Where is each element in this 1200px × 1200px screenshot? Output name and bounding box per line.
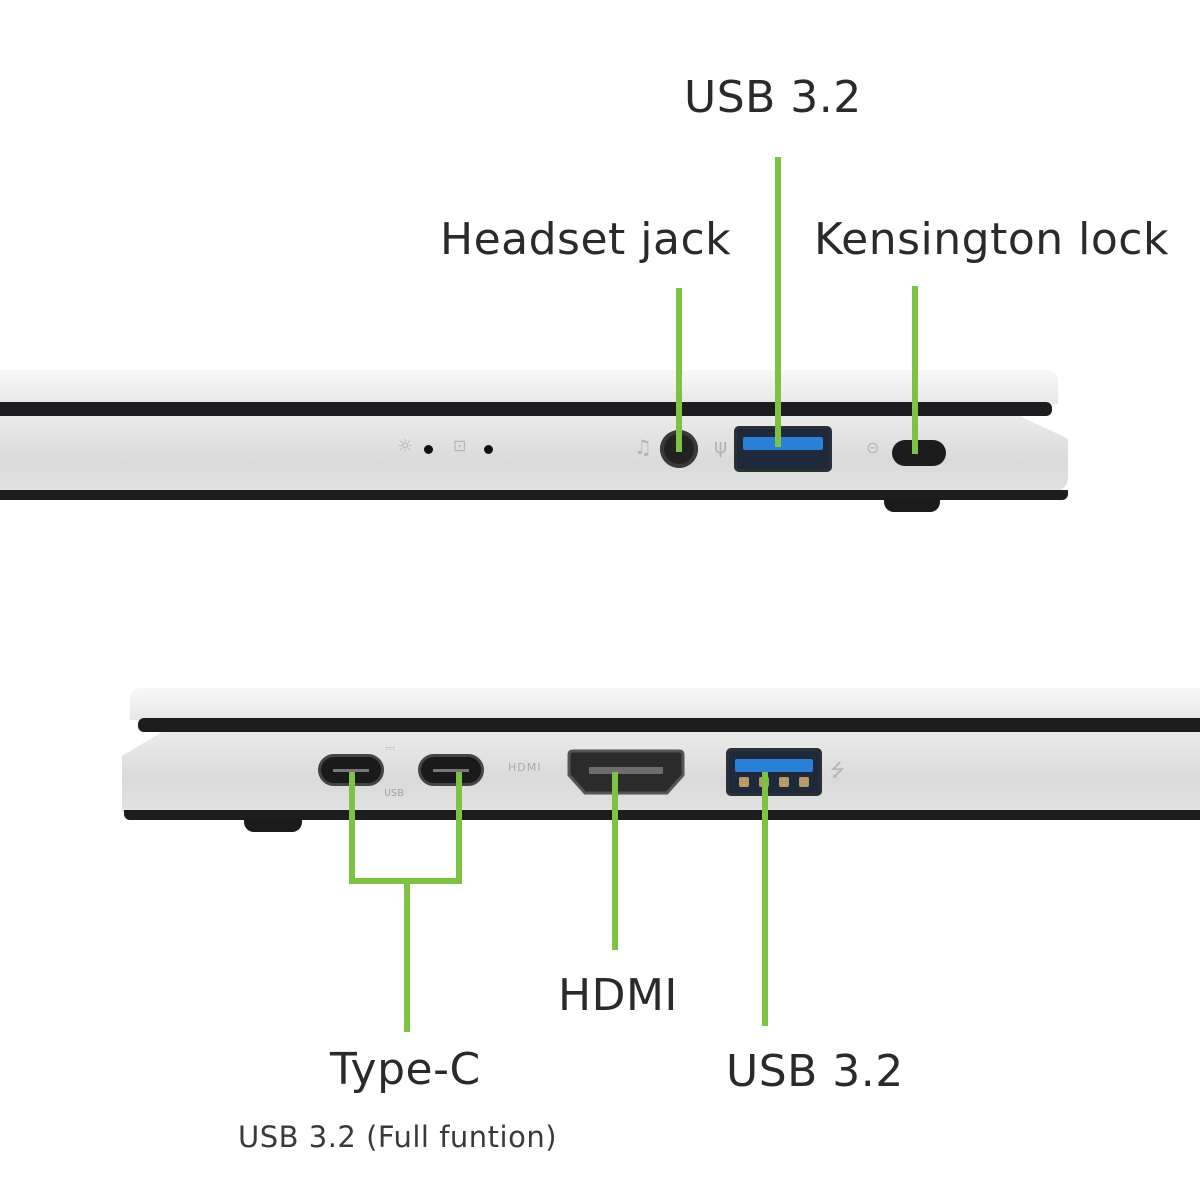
- headset-icon: ♫: [634, 435, 652, 459]
- base-top: [0, 416, 1068, 492]
- label-type-c: Type-C: [330, 1044, 481, 1095]
- usb-icon-bottom: ⭍: [830, 760, 845, 781]
- lid-bottom: [130, 688, 1200, 720]
- lid-gap-top: [0, 402, 1052, 416]
- leader-typec-stem: [404, 880, 410, 1032]
- rubber-foot-top: [884, 498, 940, 512]
- usb-a-port-bottom: [726, 748, 822, 796]
- leader-kensington: [912, 286, 918, 454]
- base-bottom-edge-bottom: [124, 810, 1200, 820]
- lid-gap-bottom: [138, 718, 1200, 732]
- usb-a-port-top: [734, 426, 832, 472]
- lock-icon: ⊝: [866, 438, 880, 457]
- hdmi-port: [567, 749, 685, 795]
- leader-usb-top: [775, 157, 781, 447]
- label-kensington-lock: Kensington lock: [814, 214, 1169, 265]
- rubber-foot-bottom: [244, 818, 302, 832]
- light-indicator-icon: ☼: [397, 436, 414, 457]
- leader-typec-2: [456, 772, 462, 884]
- leader-typec-1: [349, 772, 355, 884]
- base-bottom-edge-top: [0, 490, 1068, 500]
- usb-c-power-icon: ⎓: [385, 741, 396, 756]
- usb-icon: ψ: [714, 434, 728, 458]
- usb-c-port-2: [418, 754, 484, 786]
- hdmi-icon: HDMI: [508, 761, 542, 774]
- leader-usb-bottom: [762, 772, 768, 1026]
- leader-hdmi: [612, 772, 618, 950]
- label-headset-jack: Headset jack: [440, 214, 732, 265]
- battery-indicator-led: [484, 445, 493, 454]
- battery-charge-indicator-icon: ⊡: [453, 436, 467, 455]
- usb-c-data-icon: ᴜsʙ: [384, 785, 405, 799]
- label-hdmi: HDMI: [558, 970, 678, 1021]
- leader-headset: [676, 288, 682, 452]
- kensington-lock-slot: [892, 440, 946, 466]
- label-usb-top: USB 3.2: [684, 72, 862, 123]
- lid-top: [0, 370, 1058, 404]
- label-type-c-subtitle: USB 3.2 (Full funtion): [238, 1120, 558, 1154]
- label-usb-bottom: USB 3.2: [726, 1046, 904, 1097]
- light-indicator-led: [424, 445, 433, 454]
